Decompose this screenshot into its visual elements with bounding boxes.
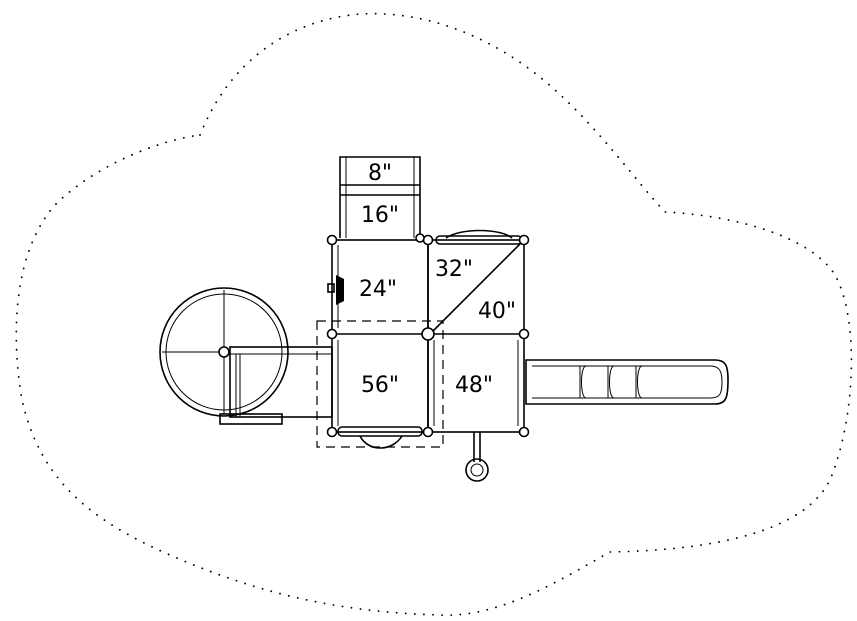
deck-label-56: 56" <box>361 373 399 398</box>
bottom-panel <box>337 426 423 449</box>
bridge-left <box>229 346 333 418</box>
steering-wheel <box>327 275 344 305</box>
spiral-slide <box>159 287 289 425</box>
deck-label-24: 24" <box>359 277 397 302</box>
deck-label-48: 48" <box>455 373 493 398</box>
deck-label-32: 32" <box>435 257 473 282</box>
upper-steps <box>339 156 421 238</box>
deck-label-40: 40" <box>478 299 516 324</box>
use-zone-boundary <box>15 12 853 616</box>
deck-label-16: 16" <box>361 203 399 228</box>
deck-label-8: 8" <box>368 161 392 186</box>
wave-slide <box>525 359 729 405</box>
top-panel <box>435 229 523 245</box>
ring-climber <box>465 432 489 482</box>
roof-outline <box>316 320 444 448</box>
posts <box>326 233 530 438</box>
